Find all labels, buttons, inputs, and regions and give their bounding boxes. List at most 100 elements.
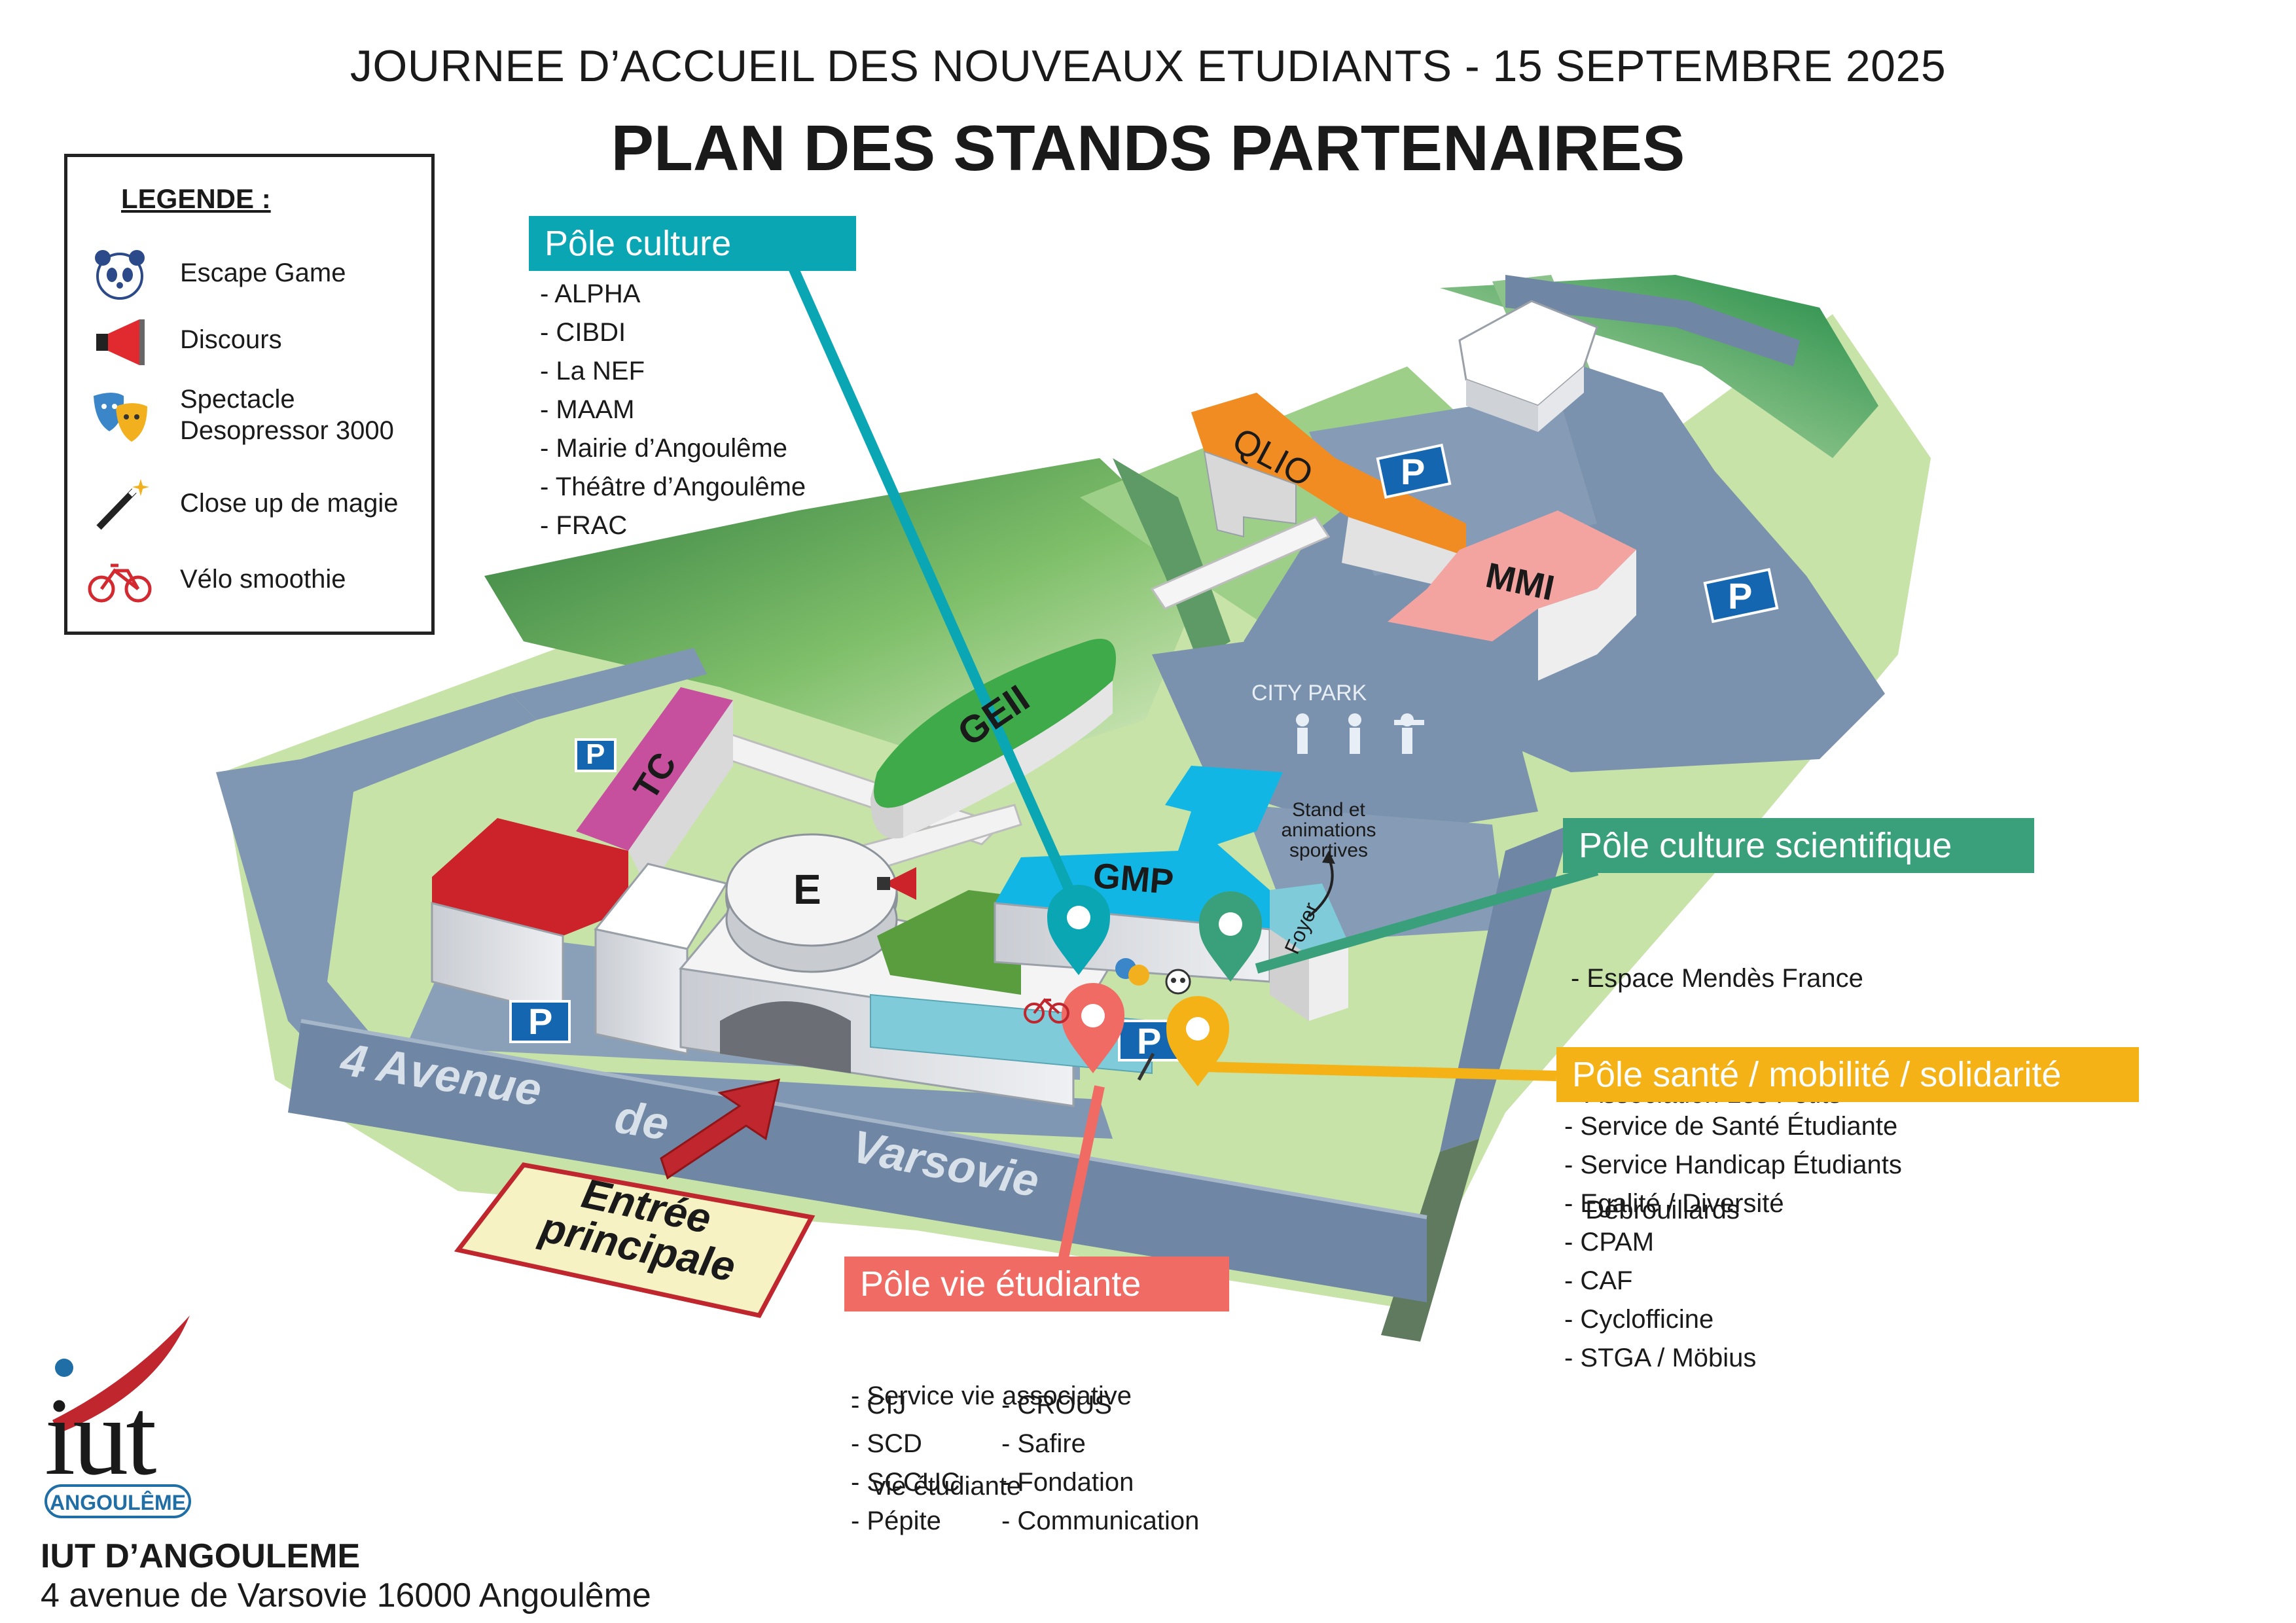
legend-label: Escape Game <box>180 259 346 287</box>
list-item: Débrouillards <box>1571 1196 1740 1224</box>
list-item: - Service de Santé Étudiante <box>1564 1112 1898 1141</box>
culture-connector <box>787 262 1082 909</box>
pin-science <box>1199 891 1262 982</box>
list-item: - Théâtre d’Angoulême <box>540 473 806 501</box>
pole-culture-header: Pôle culture <box>529 216 856 271</box>
bicycle-icon <box>88 563 152 603</box>
parking-sign-1 <box>575 738 617 772</box>
iut-address: 4 avenue de Varsovie 16000 Angoulême <box>41 1577 651 1614</box>
street-name-part2: de <box>611 1091 673 1150</box>
legend-item-discours: Discours <box>67 309 434 381</box>
sport-icons <box>1296 713 1424 754</box>
pin-culture <box>1047 885 1110 975</box>
parking-letter: P <box>1137 1020 1162 1061</box>
iut-logo: iut ANGOULÊME <box>33 1309 203 1525</box>
list-item: - Pépite <box>851 1507 941 1535</box>
list-item: - SCCUC <box>851 1468 960 1497</box>
iut-logo-swoosh <box>45 1315 191 1518</box>
pole-student-col1: - CIJ - SCD - SCCUC - Pépite <box>851 1386 960 1541</box>
list-item: - FRAC <box>540 511 628 540</box>
list-item: - Communication <box>1001 1507 1200 1535</box>
parking-letter: P <box>1728 575 1753 616</box>
label-e: E <box>793 866 821 913</box>
parking-sign-3 <box>1376 443 1452 499</box>
legend-item-escape-game: Escape Game <box>67 242 434 314</box>
theatre-masks-icon <box>94 393 147 442</box>
qlio-building <box>1191 393 1466 556</box>
legend-item-spectacle: Spectacle Desopressor 3000 <box>67 383 434 455</box>
parking-letter: P <box>1401 451 1426 492</box>
foyer-building <box>1270 883 1348 955</box>
list-item: - SCD <box>851 1429 922 1458</box>
panda-map-icon <box>1165 969 1191 995</box>
mmi-building <box>1388 510 1636 641</box>
list-item: - Service Handicap Étudiants <box>1564 1150 1902 1179</box>
legend-label: Vélo smoothie <box>180 565 346 594</box>
iut-name: IUT D’ANGOULEME <box>41 1537 361 1575</box>
iut-logo-sub: ANGOULÊME <box>50 1491 186 1514</box>
bicycle-map-icon <box>1024 998 1069 1024</box>
magic-wand-icon <box>96 479 149 530</box>
list-item: - CROUS <box>1001 1391 1112 1419</box>
pin-health <box>1166 996 1229 1086</box>
parking-sign-4 <box>1703 567 1779 624</box>
list-item: - Safire <box>1001 1429 1086 1458</box>
iut-logo-text: iut <box>45 1375 156 1498</box>
legend-label-line2: Desopressor 3000 <box>180 416 394 445</box>
pole-student-col2: - CROUS - Safire - Fondation - Communica… <box>1001 1386 1199 1541</box>
green-block <box>877 890 1021 995</box>
avenue <box>288 1021 1427 1302</box>
entrance-arrow <box>454 1079 816 1318</box>
list-item: - La NEF <box>540 357 645 385</box>
list-item: - Fondation <box>1001 1468 1134 1497</box>
panda-icon <box>95 250 145 300</box>
legend-item-velo: Vélo smoothie <box>67 548 434 620</box>
legend-label-line1: Spectacle <box>180 385 295 414</box>
pole-student-list-top: - Service vie associative vie étudiante <box>851 1321 1132 1531</box>
legend-label: Discours <box>180 325 282 354</box>
student-connector <box>1054 1085 1105 1281</box>
red-building <box>432 818 628 936</box>
legend-title: LEGENDE : <box>121 183 271 214</box>
list-item: - CPAM <box>1564 1228 1655 1257</box>
list-item: vie étudiante <box>851 1472 1022 1501</box>
list-item: - Mairie d’Angoulême <box>540 434 787 463</box>
masks-map-icon <box>1115 958 1149 986</box>
parking-letter: P <box>528 1001 553 1042</box>
pole-culture-list: - ALPHA - CIBDI - La NEF - MAAM - Mairie… <box>540 275 806 545</box>
list-item: - Service vie associative <box>851 1382 1132 1410</box>
label-stand-sport: Stand et animations sportives <box>1281 799 1376 861</box>
pin-student <box>1062 983 1124 1073</box>
page-title: PLAN DES STANDS PARTENAIRES <box>611 112 1685 184</box>
list-item: - Egalité / Diversité <box>1564 1189 1784 1218</box>
parking-sign-2 <box>509 1000 571 1043</box>
list-item: - MAAM <box>540 395 635 424</box>
list-item: - ALPHA <box>540 279 641 308</box>
label-gmp: GMP <box>1091 855 1175 902</box>
sport-arrow <box>1308 857 1334 918</box>
health-connector <box>1204 1061 1557 1081</box>
label-city-park: CITY PARK <box>1251 681 1367 705</box>
megaphone-map-icon <box>877 867 916 900</box>
page-subtitle: JOURNEE D’ACCUEIL DES NOUVEAUX ETUDIANTS… <box>350 41 1946 91</box>
pole-health-header: Pôle santé / mobilité / solidarité <box>1556 1047 2139 1102</box>
list-item: - Espace Mendès France <box>1571 964 1863 993</box>
road-upper <box>1505 275 1800 366</box>
legend-label: Close up de magie <box>180 489 399 518</box>
pole-student-header: Pôle vie étudiante <box>844 1257 1229 1311</box>
parking-letter: P <box>586 738 605 770</box>
list-item: - CAF <box>1564 1266 1633 1295</box>
science-connector <box>1255 865 1599 974</box>
pole-science-header: Pôle culture scientifique <box>1563 818 2034 873</box>
list-item: - STGA / Möbius <box>1564 1344 1757 1372</box>
list-item: - CIJ <box>851 1391 906 1419</box>
wand-map-icon <box>1137 1052 1155 1081</box>
pole-health-list: - Service de Santé Étudiante - Service H… <box>1564 1107 1902 1378</box>
megaphone-icon <box>96 319 145 365</box>
legend-item-magie: Close up de magie <box>67 473 434 544</box>
tc-building <box>576 687 733 851</box>
legend: LEGENDE : Escape Game Discours Spectacle… <box>64 154 435 635</box>
list-item: - CIBDI <box>540 318 626 347</box>
list-item: - Cyclofficine <box>1564 1305 1714 1334</box>
